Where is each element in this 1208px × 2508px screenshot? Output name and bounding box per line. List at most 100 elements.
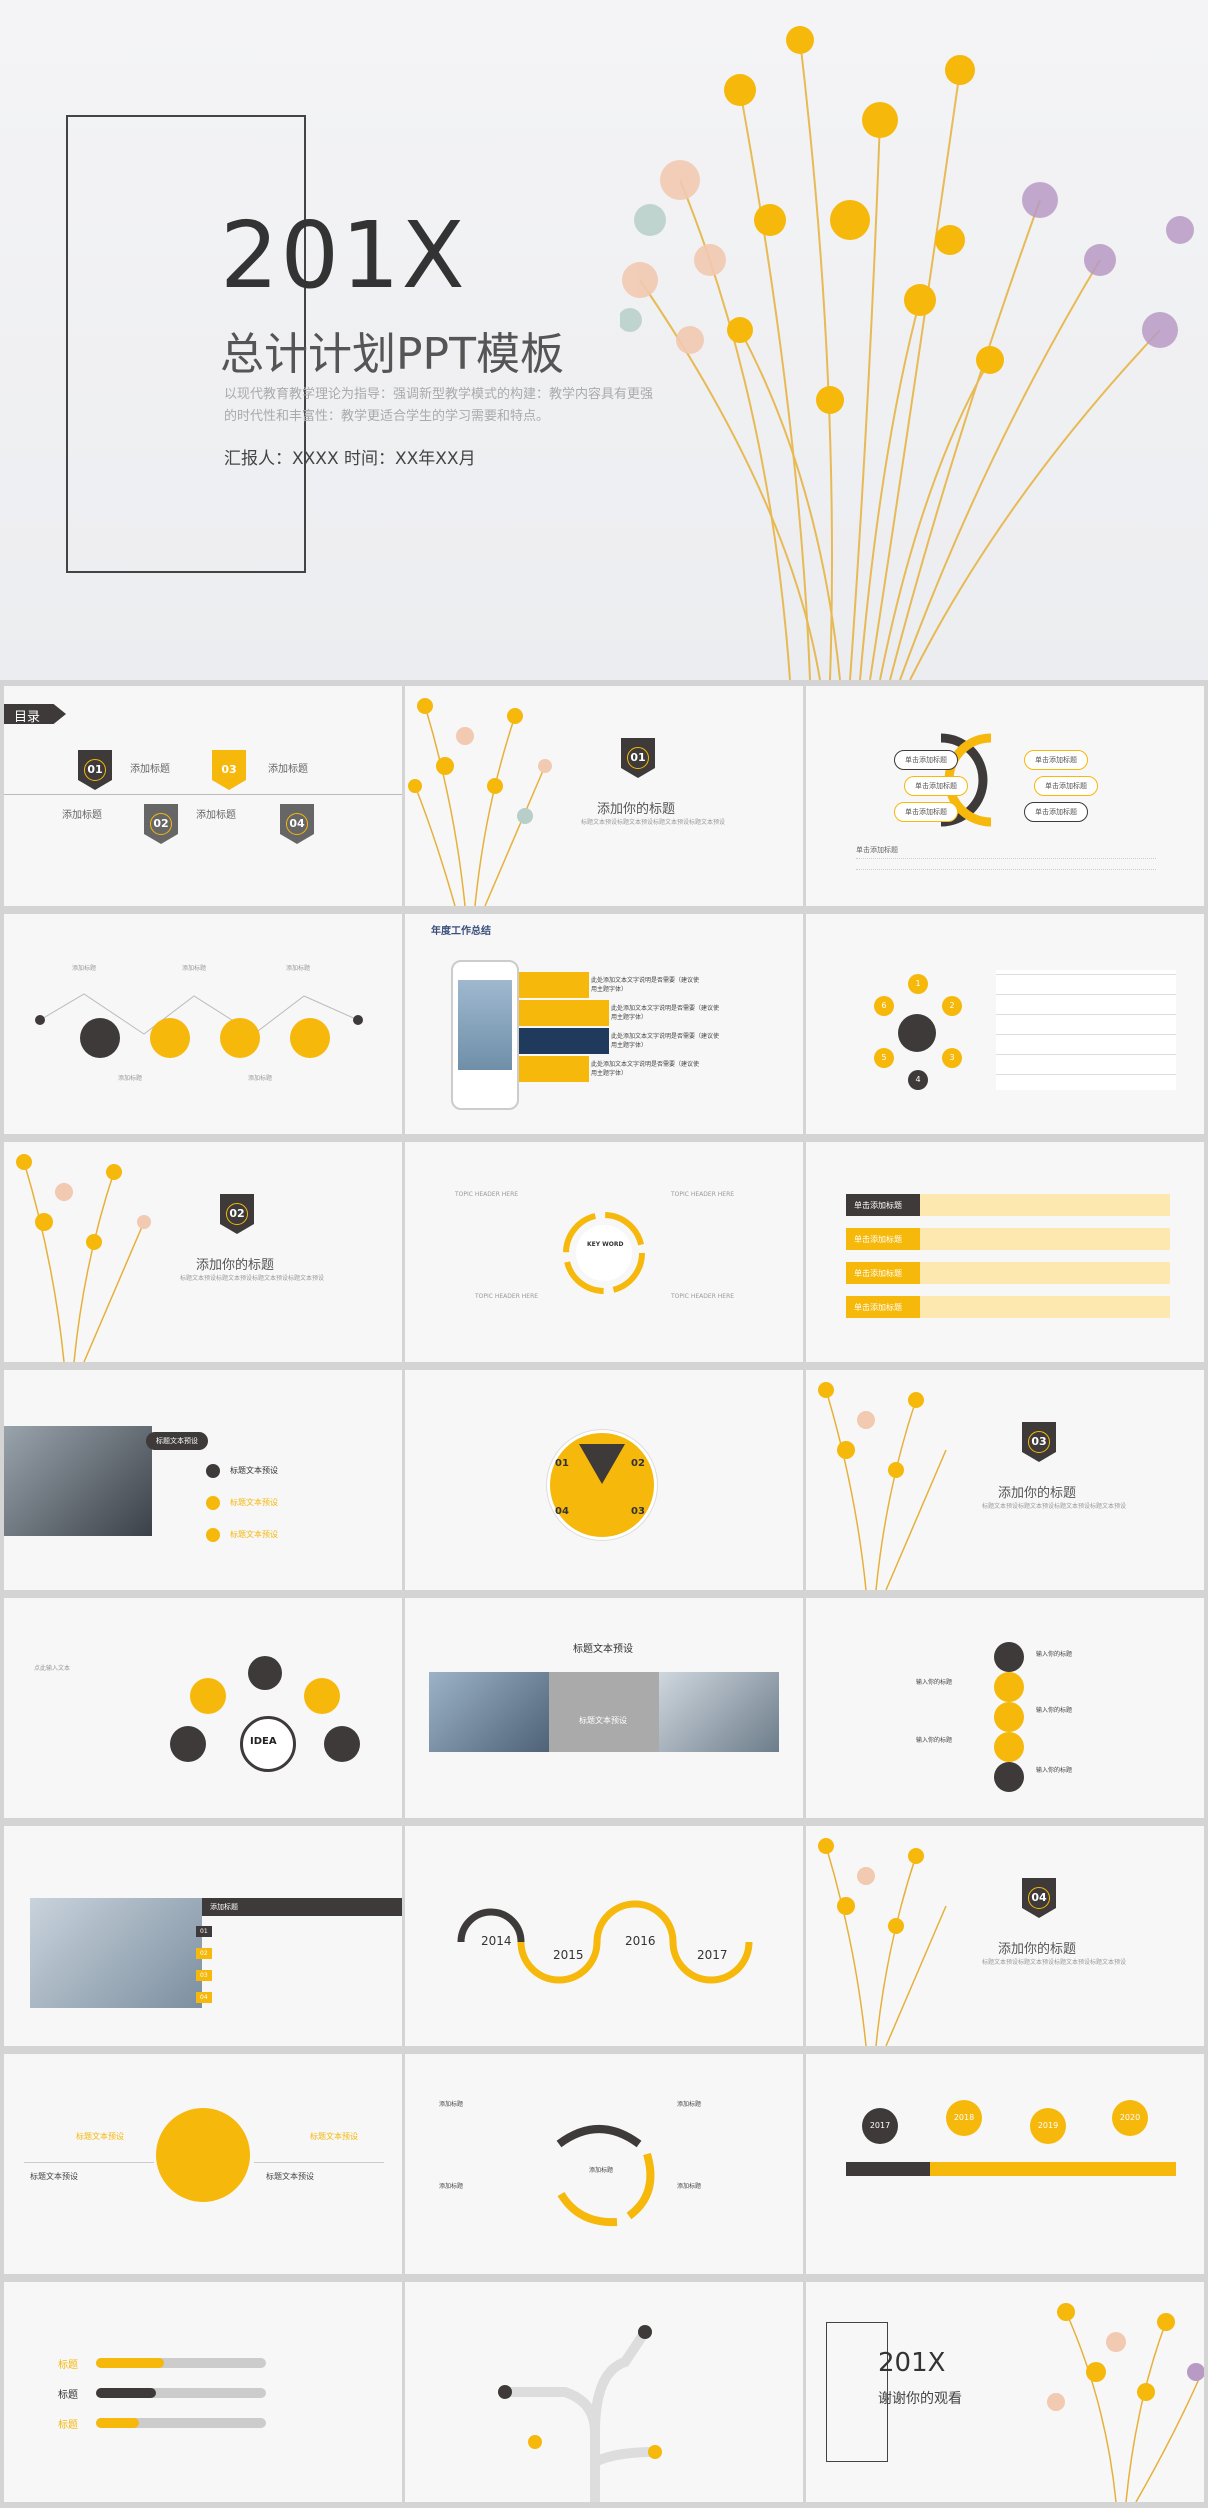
item-text: 此处添加文本文字说明是否需要（建议使用主题字体）: [591, 977, 700, 993]
label: 输入你的标题: [916, 1737, 953, 1744]
flower-decoration: [818, 1382, 947, 1590]
item: 标题文本预设: [230, 1466, 278, 1475]
item-text: 此处添加文本文字说明是否需要（建议使用主题字体）: [611, 1005, 720, 1021]
section-subtitle: 标题文本预设标题文本预设标题文本预设标题文本预设: [180, 1275, 325, 1282]
track: [96, 2388, 266, 2398]
line-left: [24, 2162, 154, 2163]
label: 添加标题: [677, 2183, 702, 2190]
slide-section-3[interactable]: 03 添加你的标题 标题文本预设标题文本预设标题文本预设标题文本预设: [806, 1370, 1204, 1590]
slide-13[interactable]: 点此输入文本 IDEA: [4, 1598, 402, 1818]
slide-3[interactable]: 单击添加标题 单击添加标题 单击添加标题 单击添加标题 单击添加标题 单击添加标…: [806, 686, 1204, 906]
closing-year: 201X: [878, 2348, 946, 2378]
bar-1: [519, 972, 589, 998]
slide-5[interactable]: 年度工作总结 此处添加文本文字说明是否需要（建议使用主题字体） 此处添加文本文字…: [405, 914, 803, 1134]
slide-11[interactable]: 01 02 03 04: [405, 1370, 803, 1590]
pen-icon: [290, 1018, 330, 1058]
bar-4: [519, 1056, 589, 1082]
pill-item: 单击添加标题: [894, 750, 958, 770]
title-year: 201X: [220, 202, 467, 309]
toc-label-3: 添加标题: [268, 764, 308, 775]
toc-badge-2: 02: [144, 804, 178, 844]
slide-9[interactable]: 单击添加标题 单击添加标题 单击添加标题 单击添加标题: [806, 1142, 1204, 1362]
title-frame: [66, 115, 306, 573]
idea-text: IDEA: [250, 1736, 277, 1747]
item-text: 此处添加文本文字说明是否需要（建议使用主题字体）: [591, 1061, 700, 1077]
label: 添加标题: [439, 2183, 464, 2190]
label: 添加标题: [439, 2101, 464, 2108]
toc-badge-4: 04: [280, 804, 314, 844]
center-box-text: 标题文本预设: [579, 1716, 627, 1725]
label: 输入你的标题: [916, 1679, 953, 1686]
phone-graphic: [451, 960, 519, 1110]
chart-icon: [220, 1018, 260, 1058]
slide-8[interactable]: KEY WORD TOPIC HEADER HERE TOPIC HEADER …: [405, 1142, 803, 1362]
slide-6[interactable]: 1 2 3 4 5 6: [806, 914, 1204, 1134]
title-description: 以现代教育教学理论为指导：强调新型教学模式的构建：教学内容具有更强的时代性和丰富…: [224, 387, 654, 424]
pill-item: 单击添加标题: [1024, 802, 1088, 822]
label: 输入你的标题: [1036, 1707, 1073, 1714]
slide-section-4[interactable]: 04 添加你的标题 标题文本预设标题文本预设标题文本预设标题文本预设: [806, 1826, 1204, 2046]
slide-4[interactable]: 添加标题 添加标题 添加标题 添加标题 添加标题: [4, 914, 402, 1134]
flower-decoration: [408, 698, 552, 906]
slide-20[interactable]: 添加标题 添加标题 添加标题 添加标题 添加标题: [405, 2054, 803, 2274]
year: 2016: [625, 1934, 656, 1948]
item: 标题文本预设: [230, 1498, 278, 1507]
bulb-icon: [156, 2108, 250, 2202]
label-bar: 单击添加标题: [846, 1296, 920, 1318]
slide-toc[interactable]: 目录 01 02 03 04 添加标题 添加标题 添加标题 添加标题: [4, 686, 402, 906]
label: 标题文本预设: [266, 2172, 314, 2181]
slide13-title: 点此输入文本: [34, 1665, 71, 1672]
slide-14[interactable]: 标题文本预设 标题文本预设: [405, 1598, 803, 1818]
track: [96, 2358, 266, 2368]
slide-10[interactable]: 标题文本预设 标题文本预设 标题文本预设 标题文本预设: [4, 1370, 402, 1590]
center-title: KEY WORD: [587, 1241, 624, 1248]
closing-frame: [826, 2322, 888, 2462]
bubble: [170, 1726, 206, 1762]
section-subtitle: 标题文本预设标题文本预设标题文本预设标题文本预设: [982, 1959, 1127, 1966]
slide-closing[interactable]: 201X 谢谢你的观看: [806, 2282, 1204, 2502]
bulb-icon: [994, 1702, 1024, 1732]
timeline-wave: [457, 1900, 753, 1984]
pill-item: 单击添加标题: [894, 802, 958, 822]
node: 6: [874, 996, 894, 1016]
icon: [206, 1496, 220, 1510]
toc-label-1: 添加标题: [130, 764, 170, 775]
year: 2015: [553, 1948, 584, 1962]
slide-section-2[interactable]: 02 添加你的标题 标题文本预设标题文本预设标题文本预设标题文本预设: [4, 1142, 402, 1362]
label-bar: 单击添加标题: [846, 1262, 920, 1284]
toc-badge-3: 03: [212, 750, 246, 790]
arrow-track-dark: [846, 2162, 930, 2176]
bubble: [304, 1678, 340, 1714]
section-title: 添加你的标题: [998, 1486, 1077, 1501]
label: 标题: [58, 2420, 78, 2431]
slide-section-1[interactable]: 01 添加你的标题 标题文本预设标题文本预设标题文本预设标题文本预设: [405, 686, 803, 906]
slide-23[interactable]: [405, 2282, 803, 2502]
title-slide[interactable]: 201X 总计计划PPT模板 以现代教育教学理论为指导：强调新型教学模式的构建：…: [0, 0, 1208, 680]
label: 添加标题: [286, 965, 311, 972]
slide-19[interactable]: 标题文本预设 标题文本预设 标题文本预设 标题文本预设: [4, 2054, 402, 2274]
photo: [30, 1898, 202, 2008]
text-bar: [920, 1194, 1170, 1216]
year-pin: 2017: [862, 2108, 898, 2144]
track: [96, 2418, 266, 2428]
idea-bulb: [240, 1716, 296, 1772]
slide-15[interactable]: 输入你的标题 输入你的标题 输入你的标题 输入你的标题 输入你的标题: [806, 1598, 1204, 1818]
label-bar: 单击添加标题: [846, 1194, 920, 1216]
progress-fill: [96, 2418, 139, 2428]
toc-tag: 目录: [4, 704, 66, 724]
num: 01: [196, 1926, 212, 1937]
slide-17[interactable]: 2014 2015 2016 2017: [405, 1826, 803, 2046]
slide-16[interactable]: 添加标题 01 02 03 04: [4, 1826, 402, 2046]
year: 2017: [697, 1948, 728, 1962]
icon: [206, 1528, 220, 1542]
num: 03: [631, 1506, 645, 1517]
topic-header: TOPIC HEADER HERE: [671, 1293, 735, 1300]
wave-line: [35, 993, 363, 1035]
slide5-title: 年度工作总结: [431, 926, 491, 937]
home-icon: [994, 1762, 1024, 1792]
text-bar: [920, 1262, 1170, 1284]
node: 3: [942, 1048, 962, 1068]
slide-21[interactable]: 2017 2018 2019 2020: [806, 2054, 1204, 2274]
label: 标题: [58, 2390, 78, 2401]
slide-22[interactable]: 标题 标题 标题: [4, 2282, 402, 2502]
